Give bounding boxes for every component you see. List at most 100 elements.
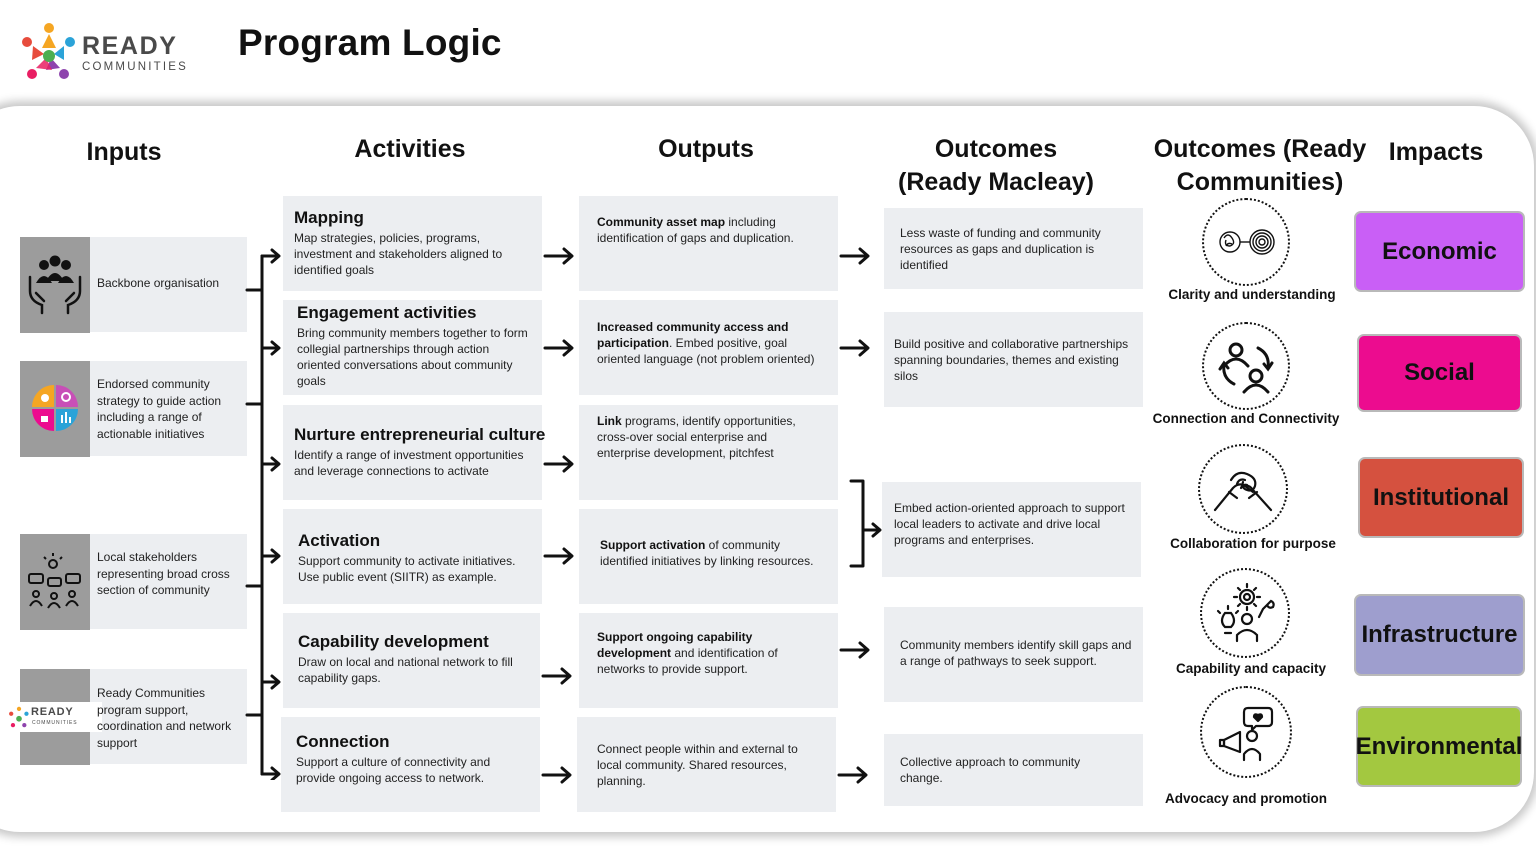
output-rest: . Embed positive, goal oriented language… (597, 336, 815, 366)
output-rest: and identification of networks to provid… (597, 646, 778, 676)
capability-gears-icon (1216, 583, 1275, 643)
input-connector (245, 248, 281, 780)
arrow-right-icon (837, 766, 868, 784)
outcome-circle-label: Advocacy and promotion (1164, 791, 1328, 806)
output-bold: Increased community access and participa… (597, 320, 789, 350)
output-box: Community asset map including identifica… (579, 196, 838, 291)
output-bold: Community asset map (597, 215, 726, 229)
output-bold: Support activation (600, 538, 706, 552)
output-text: Increased community access and participa… (597, 319, 831, 367)
input-icon-tile (20, 237, 90, 333)
mini-logo-sub: COMMUNITIES (32, 720, 78, 726)
header-impacts: Impacts (1388, 138, 1484, 166)
activity-box: Activation Support community to activate… (283, 509, 542, 604)
outcome-circle-label: Connection and Connectivity (1152, 411, 1340, 426)
output-text: Connect people within and external to lo… (597, 741, 807, 789)
activity-box: Nurture entrepreneurial culture Identify… (283, 405, 546, 500)
output-box: Link programs, identify opportunities, c… (579, 405, 838, 500)
input-box: READY COMMUNITIES Ready Communities prog… (6, 669, 247, 765)
output-text: Community asset map including identifica… (597, 214, 827, 246)
page-title: Program Logic (238, 22, 502, 63)
output-rest: programs, identify opportunities, cross-… (597, 414, 796, 460)
outcome-circle (1200, 686, 1292, 778)
activity-description: Draw on local and national network to fi… (298, 655, 513, 685)
header-outputs: Outputs (658, 135, 754, 163)
outcome-circle-label: Clarity and understanding (1168, 287, 1336, 302)
activity-description: Support a culture of connectivity and pr… (296, 755, 491, 785)
output-box: Connect people within and external to lo… (577, 717, 836, 812)
arrow-right-icon (543, 247, 574, 265)
input-text: Backbone organisation (97, 276, 220, 290)
activity-title: Engagement activities (297, 303, 477, 322)
activity-box: Mapping Map strategies, policies, progra… (283, 196, 542, 291)
activity-description: Map strategies, policies, programs, inve… (294, 231, 503, 277)
arrow-right-icon (839, 339, 870, 357)
outcome-circle (1202, 198, 1290, 286)
input-box: Endorsed community strategy to guide act… (20, 361, 247, 457)
input-text: Endorsed community strategy to guide act… (97, 377, 222, 441)
output-bold: Link (597, 414, 622, 428)
stakeholders-icon (28, 553, 81, 609)
output-rest: including identification of gaps and dup… (597, 215, 794, 245)
bracket-arrow-icon (849, 479, 882, 568)
activity-title: Capability development (298, 632, 489, 651)
clarity-spiral-icon (1219, 229, 1275, 255)
handshake-icon (1213, 471, 1273, 512)
connection-people-icon (1218, 342, 1274, 394)
arrow-right-icon (541, 766, 572, 784)
output-box: Support ongoing capability development a… (579, 613, 838, 708)
impact-social: Social (1357, 334, 1522, 412)
impact-infrastructure: Infrastructure (1354, 594, 1525, 676)
header-outcomes-macleay-line2: (Ready Macleay) (898, 168, 1094, 196)
star-people-logo-icon (9, 706, 29, 728)
impact-institutional: Institutional (1358, 457, 1524, 538)
header-outcomes-macleay-line1: Outcomes (934, 135, 1058, 163)
activity-title: Connection (296, 732, 390, 751)
mini-logo-word: READY (31, 706, 74, 718)
outcome-circle (1198, 444, 1288, 534)
activity-box: Connection Support a culture of connecti… (281, 717, 540, 812)
header-outcomes-ready-communities: Outcomes (Ready Communities) (1150, 133, 1370, 199)
arrow-right-icon (541, 667, 572, 685)
outcome-text: Less waste of funding and community reso… (900, 226, 1101, 272)
output-box: Increased community access and participa… (579, 300, 838, 395)
output-text: Support activation of community identifi… (600, 537, 820, 569)
activity-box: Engagement activities Bring community me… (283, 300, 542, 395)
star-people-logo-icon (22, 23, 75, 79)
people-hands-icon (28, 255, 82, 315)
output-text: Link programs, identify opportunities, c… (597, 413, 823, 461)
input-icon-tile: READY COMMUNITIES (6, 669, 102, 765)
activity-description: Support community to activate initiative… (298, 554, 516, 584)
input-icon-tile (20, 534, 90, 630)
input-icon-tile (20, 361, 90, 457)
output-text: Support ongoing capability development a… (597, 629, 823, 677)
activity-title: Nurture entrepreneurial culture (294, 425, 546, 444)
ready-communities-logo-icon: READY COMMUNITIES (6, 702, 102, 732)
activity-title: Mapping (294, 208, 364, 227)
ready-communities-logo: READY COMMUNITIES (18, 18, 201, 90)
output-box: Support activation of community identifi… (579, 509, 838, 604)
activity-description: Identify a range of investment opportuni… (294, 448, 524, 478)
outcome-text: Collective approach to community change. (900, 755, 1081, 785)
outcome-text: Embed action-oriented approach to suppor… (894, 501, 1125, 547)
header-outcomes-rc-line1: Outcomes (Ready (1153, 135, 1367, 163)
activity-box: Capability development Draw on local and… (283, 613, 540, 708)
outcome-box: Collective approach to community change. (884, 734, 1143, 806)
megaphone-icon (1218, 706, 1274, 762)
outcome-circle-label: Capability and capacity (1175, 661, 1327, 676)
header-inputs: Inputs (86, 138, 162, 166)
logo-subtitle: COMMUNITIES (82, 61, 188, 73)
outcome-box: Community members identify skill gaps an… (884, 607, 1143, 702)
arrow-right-icon (543, 455, 574, 473)
logo-wordmark: READY (82, 32, 178, 60)
impact-environmental: Environmental (1356, 706, 1522, 787)
outcome-circle-label: Collaboration for purpose (1170, 536, 1336, 551)
output-rest: Connect people within and external to lo… (597, 742, 798, 788)
strategy-quadrant-icon (32, 385, 78, 431)
output-rest: of community identified initiatives by l… (600, 538, 814, 568)
arrow-right-icon (839, 247, 870, 265)
input-box: Local stakeholders representing broad cr… (20, 534, 247, 630)
outcome-circle (1202, 322, 1290, 410)
outcome-text: Build positive and collaborative partner… (894, 337, 1129, 383)
input-text: Ready Communities program support, coord… (97, 686, 232, 750)
